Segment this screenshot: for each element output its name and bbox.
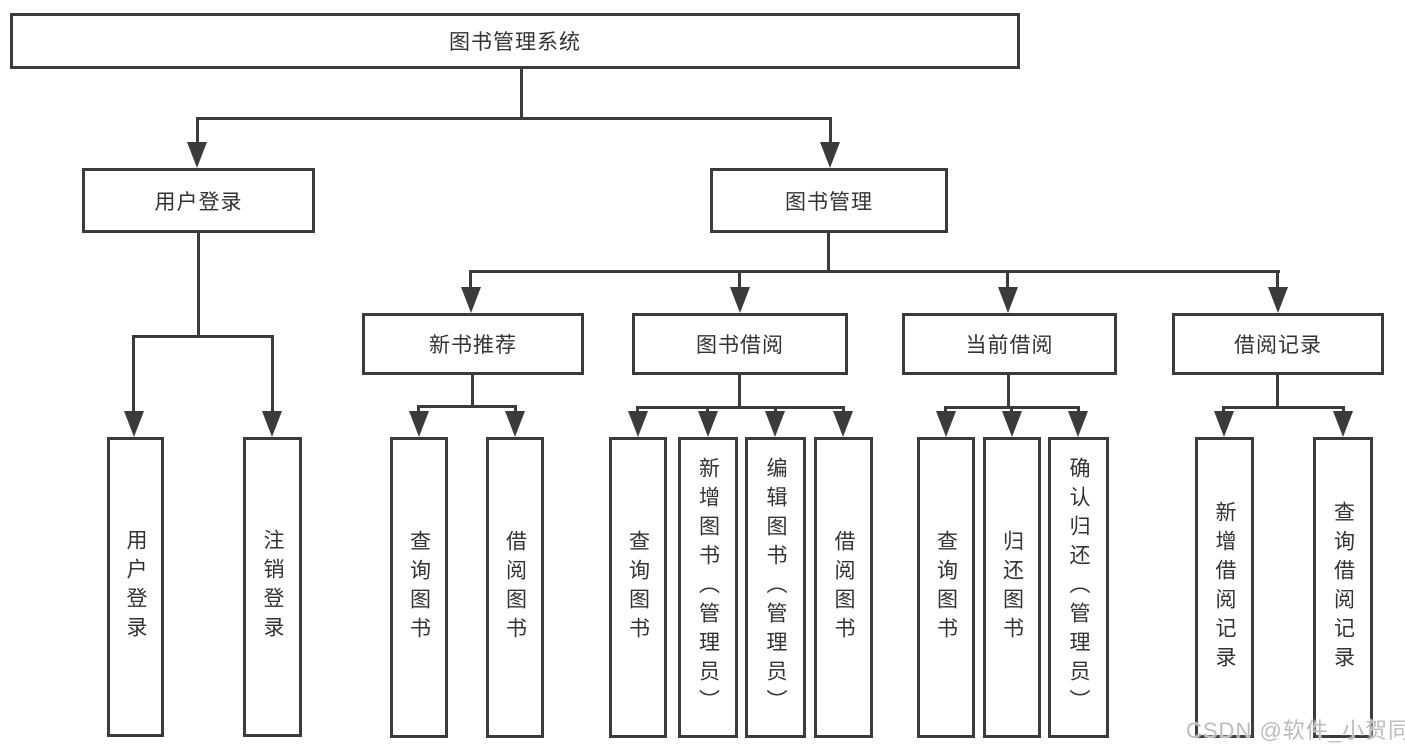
connector-line xyxy=(132,335,135,413)
connector-line xyxy=(1006,270,1009,290)
node-book-management-label: 图书管理 xyxy=(785,190,873,214)
leaf-borrow-books-borrowing: 借阅图书 xyxy=(814,437,873,738)
connector-line xyxy=(520,68,523,120)
arrowhead xyxy=(936,411,956,437)
leaf-add-books-admin: 新增图书（管理员） xyxy=(678,437,738,738)
leaf-add-borrow-record: 新增借阅记录 xyxy=(1195,437,1254,738)
leaf-query-books-borrowing: 查询图书 xyxy=(609,437,667,738)
connector-line xyxy=(738,270,741,290)
connector-line xyxy=(1010,406,1013,415)
arrowhead xyxy=(1214,411,1234,437)
leaf-return-books: 归还图书 xyxy=(983,437,1041,738)
node-root-system: 图书管理系统 xyxy=(10,13,1020,69)
leaf-edit-books-admin-label: 编辑图书（管理员） xyxy=(764,457,787,718)
leaf-query-borrow-record-label: 查询借阅记录 xyxy=(1331,500,1355,675)
leaf-logout-label: 注销登录 xyxy=(261,529,284,645)
node-current-borrowing-label: 当前借阅 xyxy=(965,334,1054,357)
node-book-borrowing-label: 图书借阅 xyxy=(696,334,784,357)
node-user-login-label: 用户登录 xyxy=(154,190,243,214)
arrowhead xyxy=(505,411,525,437)
node-root-label: 图书管理系统 xyxy=(449,31,581,54)
connector-line xyxy=(471,373,474,408)
arrowhead xyxy=(187,142,207,168)
arrowhead xyxy=(1002,411,1022,437)
leaf-borrow-books-recommend-label: 借阅图书 xyxy=(503,529,527,646)
connector-line xyxy=(706,406,709,415)
connector-line xyxy=(738,373,741,409)
connector-line xyxy=(1342,406,1345,415)
arrowhead xyxy=(628,411,648,437)
arrowhead xyxy=(820,142,840,168)
connector-line xyxy=(842,406,845,415)
arrowhead xyxy=(765,411,785,437)
arrowhead xyxy=(409,411,429,437)
node-book-management: 图书管理 xyxy=(710,168,948,233)
connector-line xyxy=(514,405,517,415)
connector-line xyxy=(827,231,830,272)
leaf-query-books-recommend: 查询图书 xyxy=(390,437,448,738)
arrowhead xyxy=(833,411,853,437)
csdn-watermark: CSDN @软件_小贺同学 xyxy=(1186,718,1405,743)
leaf-confirm-return-admin: 确认归还（管理员） xyxy=(1048,437,1109,738)
leaf-edit-books-admin: 编辑图书（管理员） xyxy=(745,437,806,738)
node-book-borrowing: 图书借阅 xyxy=(632,313,848,375)
arrowhead xyxy=(124,411,144,437)
connector-line xyxy=(636,406,639,415)
leaf-user-login: 用户登录 xyxy=(107,437,164,737)
connector-line xyxy=(774,406,777,415)
connector-line xyxy=(197,231,200,337)
connector-line xyxy=(829,117,832,145)
connector-line xyxy=(1077,406,1080,415)
connector-line xyxy=(1007,373,1010,409)
node-new-book-recommend-label: 新书推荐 xyxy=(429,334,517,357)
connector-line xyxy=(196,117,832,120)
arrowhead xyxy=(262,411,282,437)
leaf-borrow-books-borrowing-label: 借阅图书 xyxy=(832,529,855,646)
leaf-logout: 注销登录 xyxy=(243,437,302,737)
connector-line xyxy=(469,270,1280,273)
arrowhead xyxy=(698,411,718,437)
connector-line xyxy=(271,335,274,413)
leaf-query-borrow-record: 查询借阅记录 xyxy=(1313,437,1373,738)
connector-line xyxy=(132,335,274,338)
leaf-confirm-return-admin-label: 确认归还（管理员） xyxy=(1067,457,1090,718)
connector-line xyxy=(1276,270,1279,290)
connector-line xyxy=(1222,406,1225,415)
arrowhead xyxy=(1333,411,1353,437)
leaf-return-books-label: 归还图书 xyxy=(1000,529,1024,646)
leaf-query-books-recommend-label: 查询图书 xyxy=(407,529,431,646)
node-current-borrowing: 当前借阅 xyxy=(902,313,1117,375)
arrowhead xyxy=(1268,287,1288,313)
leaf-borrow-books-recommend: 借阅图书 xyxy=(486,437,544,738)
leaf-add-books-admin-label: 新增图书（管理员） xyxy=(696,457,720,718)
leaf-add-borrow-record-label: 新增借阅记录 xyxy=(1213,500,1236,675)
connector-line xyxy=(469,270,472,290)
node-borrow-records-label: 借阅记录 xyxy=(1234,334,1322,357)
connector-line xyxy=(1276,373,1279,409)
node-user-login: 用户登录 xyxy=(82,168,315,233)
leaf-query-books-borrowing-label: 查询图书 xyxy=(626,529,650,646)
arrowhead xyxy=(998,287,1018,313)
leaf-query-books-current: 查询图书 xyxy=(917,437,975,738)
connector-line xyxy=(636,406,845,409)
leaf-user-login-label: 用户登录 xyxy=(124,529,147,645)
connector-line xyxy=(944,406,947,415)
arrowhead xyxy=(461,287,481,313)
connector-line xyxy=(196,117,199,145)
connector-line xyxy=(417,405,517,408)
node-new-book-recommend: 新书推荐 xyxy=(362,313,584,375)
connector-line xyxy=(1222,406,1345,409)
connector-line xyxy=(417,405,420,415)
arrowhead xyxy=(730,287,750,313)
node-borrow-records: 借阅记录 xyxy=(1172,313,1384,375)
leaf-query-books-current-label: 查询图书 xyxy=(934,529,958,646)
arrowhead xyxy=(1068,411,1088,437)
